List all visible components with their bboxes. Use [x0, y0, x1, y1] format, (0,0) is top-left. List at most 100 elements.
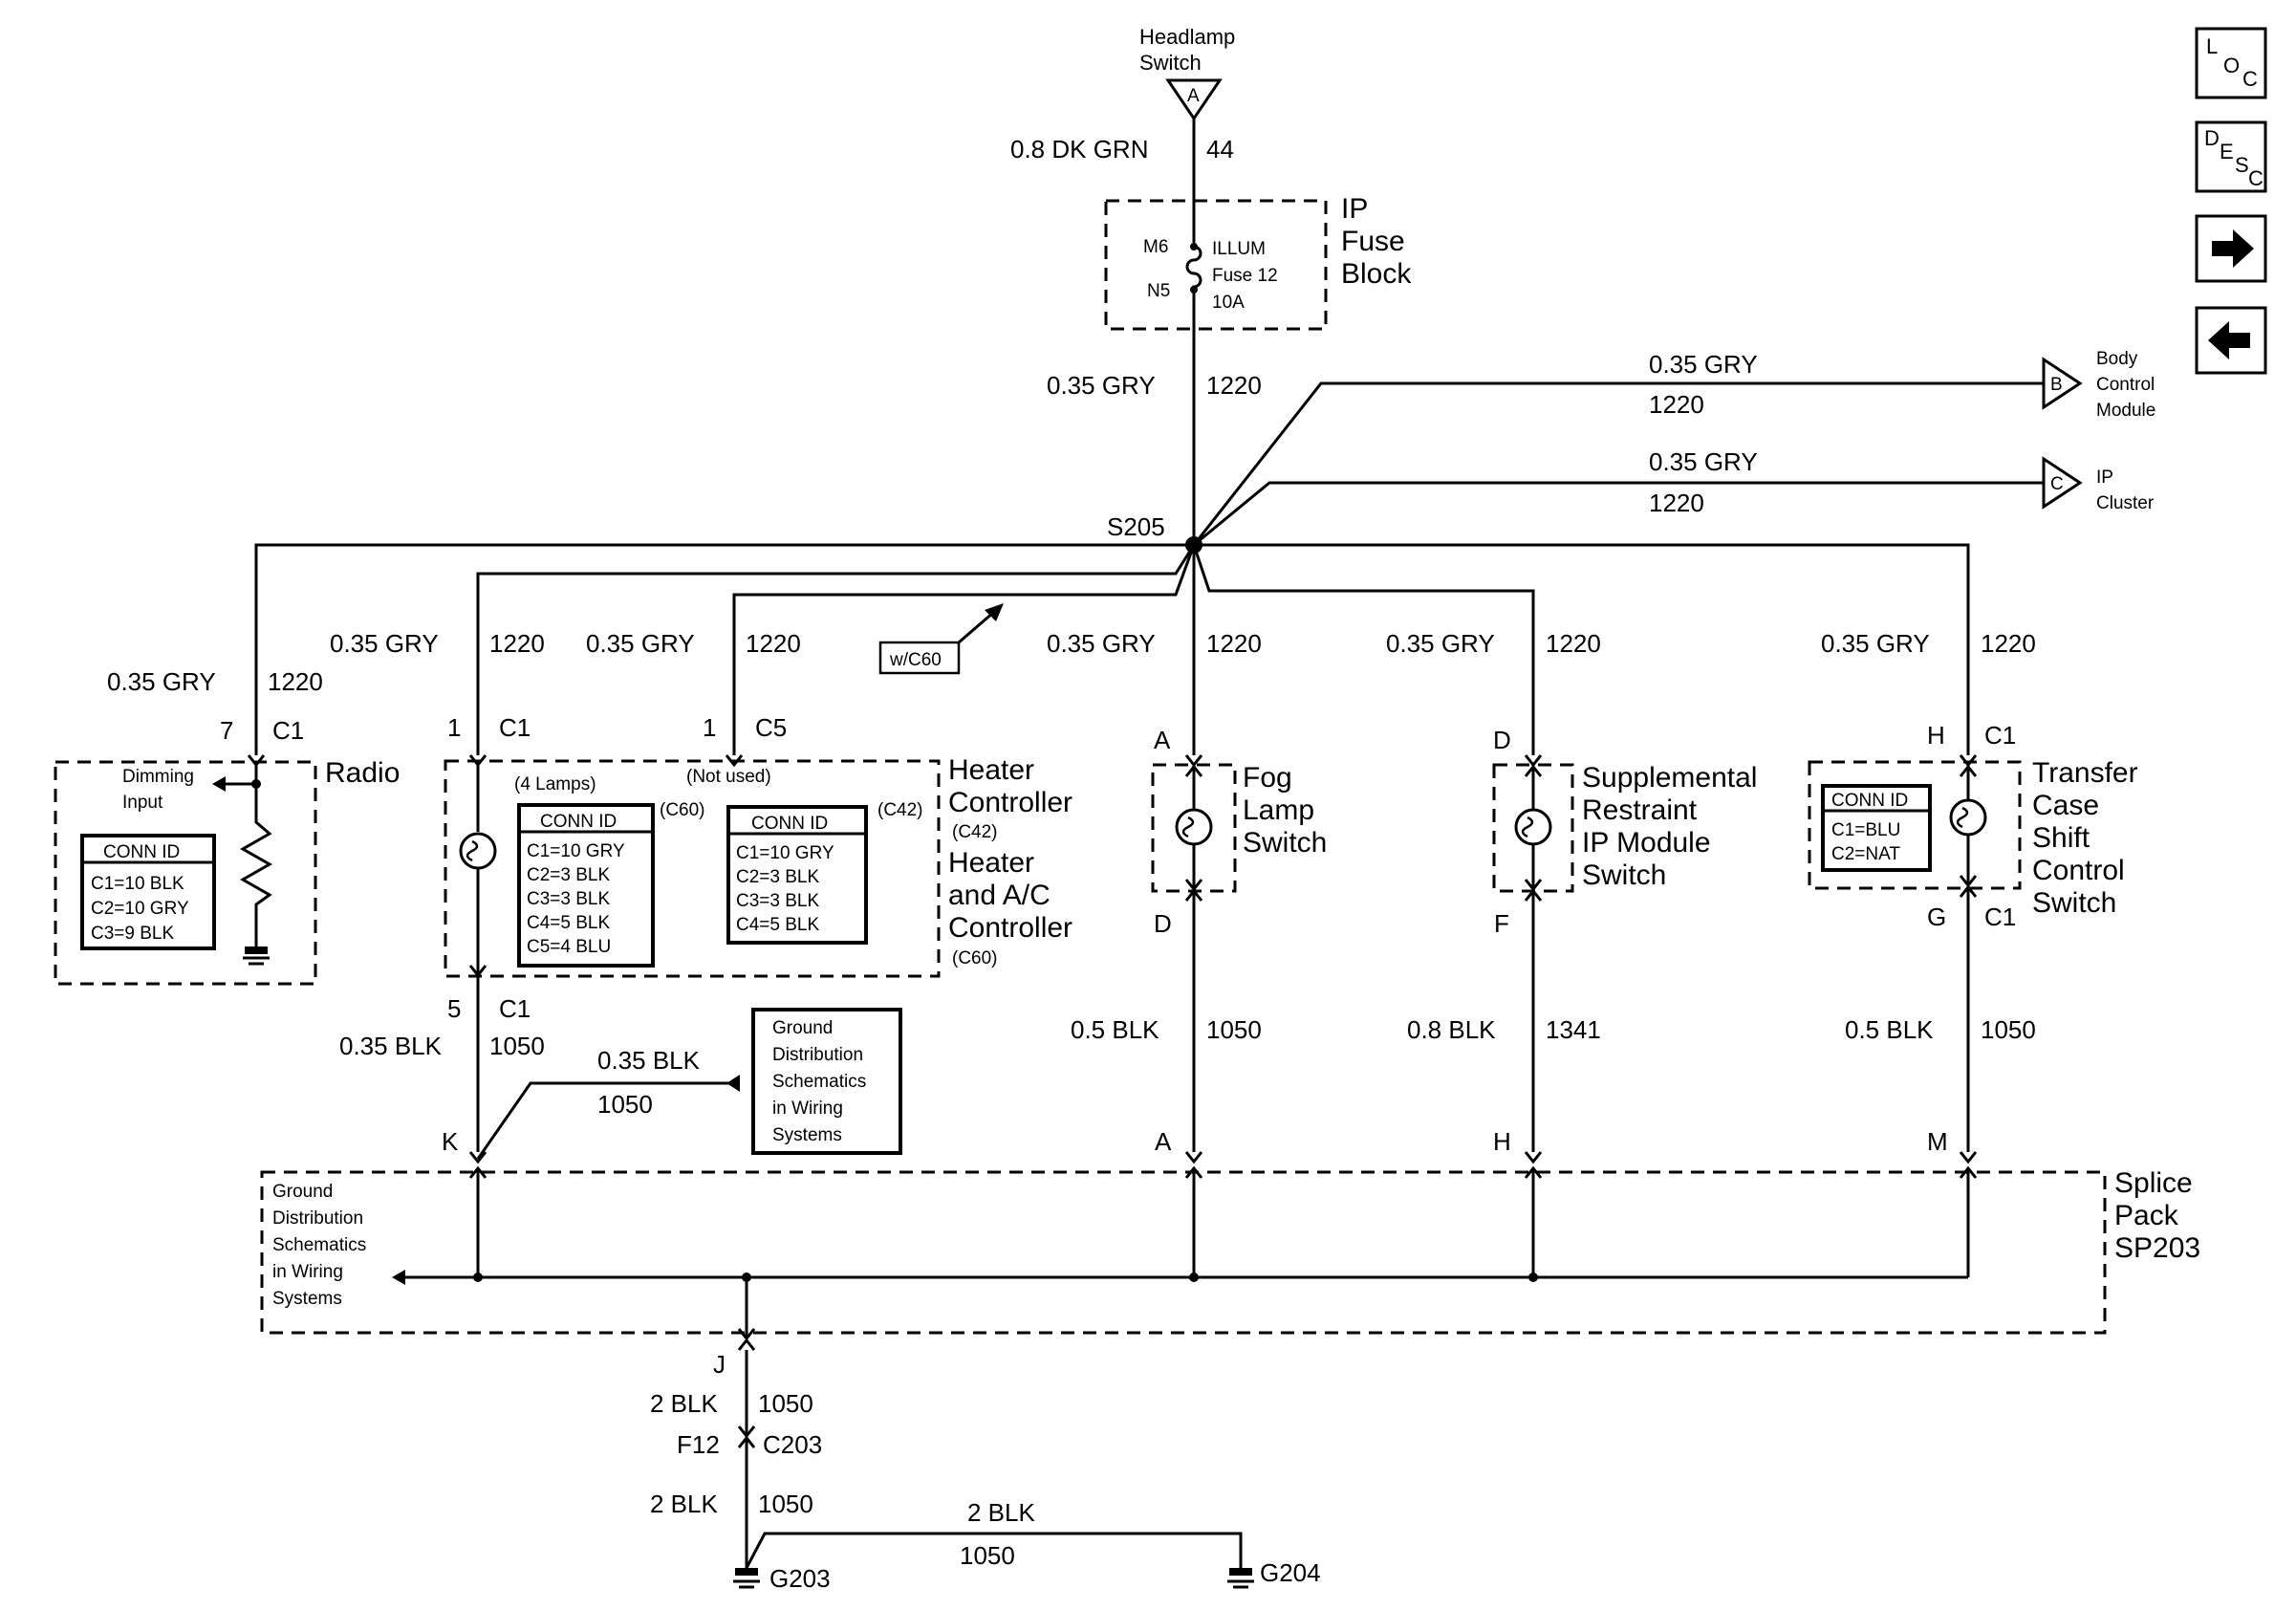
ground-ref-line4: in Wiring	[772, 1099, 843, 1119]
prev-page-button[interactable]	[2195, 306, 2267, 375]
radio-pin: 7	[220, 716, 233, 745]
heater-c1-pin: 1	[447, 713, 461, 742]
main-wire-size-color: 0.35 GRY	[1047, 371, 1156, 400]
desc-letter-1: D	[2204, 126, 2220, 150]
ground-g204-icon	[1227, 1568, 1254, 1589]
option-tag-wc60: w/C60	[878, 603, 1004, 675]
srs-pin-in: D	[1493, 726, 1511, 754]
transfer-name-line4: Control	[2032, 855, 2125, 886]
heater-name-line2: Controller	[948, 787, 1072, 818]
headlamp-connector-symbol	[1165, 78, 1223, 121]
ground-run-circuit: 1050	[758, 1389, 813, 1418]
heater-conn-b-title: CONN ID	[751, 814, 828, 834]
heater-controller-outline	[444, 759, 941, 978]
dimming-input-line1: Dimming	[122, 767, 194, 787]
desc-letter-2: E	[2220, 140, 2234, 163]
desc-letter-3: S	[2235, 153, 2249, 177]
desc-letter-4: C	[2248, 166, 2264, 190]
heater-name2-line3: Controller	[948, 912, 1072, 944]
illum-fuse-symbol	[1185, 245, 1202, 459]
radio-wire-circuit: 1220	[268, 667, 323, 696]
heater-conn-b-row2: C2=3 BLK	[736, 867, 819, 887]
ip-cluster-connector-symbol	[2042, 456, 2083, 510]
ground-ref-line3: Schematics	[772, 1072, 866, 1092]
heater-c5-wire-circuit: 1220	[746, 629, 801, 658]
transfer-conn-row1: C1=BLU	[1831, 820, 1900, 840]
srs-out-circuit: 1341	[1546, 1015, 1601, 1044]
ground-ref-circuit: 1050	[597, 1090, 653, 1119]
headlamp-switch-label-line2: Switch	[1139, 51, 1202, 75]
ground-run-inline-conn: C203	[763, 1430, 822, 1459]
c203-connector-symbol	[737, 1425, 756, 1448]
fog-wire-size-color: 0.35 GRY	[1047, 629, 1156, 658]
heater-name2-line1: Heater	[948, 847, 1034, 879]
sp-output-connector	[737, 1328, 756, 1351]
desc-button[interactable]: D E S C	[2195, 120, 2267, 193]
radio-wire-size-color: 0.35 GRY	[107, 667, 216, 696]
heater-c1-wire-size-color: 0.35 GRY	[330, 629, 439, 658]
splice-pack-name-line2: Pack	[2114, 1200, 2179, 1231]
option-tag-pointer	[958, 610, 995, 644]
arrow-right-icon	[2212, 229, 2254, 268]
fog-name-line1: Fog	[1243, 762, 1292, 794]
heater-lamp-icon	[459, 832, 497, 870]
loc-button[interactable]: L O C	[2195, 27, 2267, 99]
fuse-label-line1: ILLUM	[1212, 239, 1266, 259]
next-page-button[interactable]	[2195, 214, 2267, 283]
splice-pack-name-line3: SP203	[2114, 1232, 2200, 1264]
ground-ref-size-color: 0.35 BLK	[597, 1046, 701, 1075]
heater-name-tag1: (C42)	[952, 822, 998, 842]
splice-pack-pin-m: M	[1927, 1127, 1948, 1156]
splice-pack-name-line1: Splice	[2114, 1167, 2193, 1199]
fuse-block-outline	[1104, 199, 1328, 331]
heater-c1-wire-circuit: 1220	[489, 629, 545, 658]
srs-name-line2: Restraint	[1582, 794, 1698, 826]
heater-conn-b-tag: (C42)	[877, 800, 923, 820]
heater-conn-b-box	[726, 805, 868, 945]
transfer-name-line3: Shift	[2032, 822, 2090, 854]
heater-name-tag2: (C60)	[952, 948, 998, 968]
heater-c5-connector: C5	[755, 713, 787, 742]
transfer-lamp-icon	[1949, 798, 1987, 837]
splice-s205-label: S205	[1107, 512, 1165, 541]
headlamp-switch-label-line1: Headlamp	[1139, 25, 1235, 49]
srs-feed-wire	[1192, 544, 1535, 755]
ip-cluster-wire-size-color: 0.35 GRY	[1649, 447, 1758, 476]
bcm-connector-symbol	[2042, 357, 2083, 410]
heater-controller-component: (4 Lamps) (Not used) CONN ID C1=10 GRY C…	[444, 754, 1072, 978]
arrow-left-icon	[2208, 321, 2250, 359]
bcm-wire-circuit: 1220	[1649, 390, 1704, 419]
sp-ground-ref-line4: in Wiring	[272, 1262, 343, 1282]
radio-resistor	[239, 765, 273, 945]
fuse-label-line3: 10A	[1212, 293, 1245, 313]
g204-circuit: 1050	[960, 1541, 1015, 1570]
sp-ground-ref-line3: Schematics	[272, 1235, 366, 1255]
headlamp-pin: A	[1187, 86, 1200, 106]
radio-conn-id-title: CONN ID	[103, 842, 180, 862]
heater-out-pin: 5	[447, 994, 461, 1023]
ground-ref-line2: Distribution	[772, 1045, 863, 1065]
transfer-conn-row2: C2=NAT	[1831, 844, 1900, 864]
fog-name-line2: Lamp	[1243, 794, 1314, 826]
fuse-label-line2: Fuse 12	[1212, 266, 1278, 286]
fuse-block-title-line1: IP	[1341, 193, 1368, 225]
g204-size-color: 2 BLK	[967, 1498, 1035, 1527]
radio-connector: C1	[272, 716, 304, 745]
ip-fuse-block: M6 N5 ILLUM Fuse 12 10A IP Fuse Block	[1104, 193, 1412, 459]
ip-cluster-wire	[1193, 481, 2044, 547]
sp-ground-ref-line5: Systems	[272, 1289, 342, 1309]
heater-c5-pin: 1	[703, 713, 716, 742]
sp-ground-ref-arrow	[392, 1270, 405, 1285]
heater-out-circuit: 1050	[489, 1032, 545, 1060]
fog-pin-out: D	[1154, 909, 1172, 938]
transfer-name-line5: Switch	[2032, 887, 2116, 919]
ground-ref-line1: Ground	[772, 1018, 833, 1038]
fuse-block-title-line3: Block	[1341, 258, 1412, 290]
srs-switch-component: D Supplemental Restraint IP Module Switc…	[1492, 726, 1757, 938]
radio-feed-wire	[254, 543, 1194, 755]
srs-out-size-color: 0.8 BLK	[1407, 1015, 1496, 1044]
option-tag-label: w/C60	[889, 650, 942, 670]
ip-cluster-pin: C	[2050, 474, 2064, 494]
bcm-wire	[1192, 381, 2044, 546]
fuse-block-title-line2: Fuse	[1341, 226, 1405, 257]
